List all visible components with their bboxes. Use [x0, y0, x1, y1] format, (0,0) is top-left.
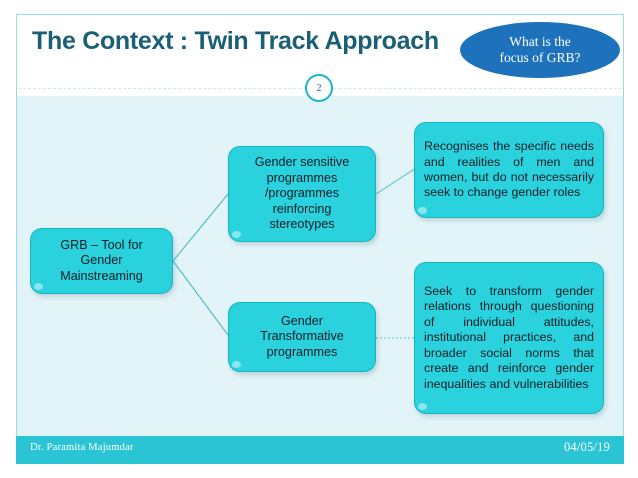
node-grb-tool-text: GRB – Tool for Gender Mainstreaming [31, 238, 172, 285]
connector-left-to-mid-bottom [172, 260, 232, 340]
node-gender-sensitive-line-4: reinforcing [272, 201, 332, 216]
node-gender-sensitive-text: Gender sensitive programmes /programmes … [229, 155, 375, 233]
node-gender-sensitive-line-3: /programmes [264, 186, 340, 201]
node-gender-sensitive-programmes[interactable]: Gender sensitive programmes /programmes … [228, 146, 376, 242]
node-gender-transformative-line-1: Gender [280, 313, 323, 328]
node-seek-to-transform-description[interactable]: Seek to transform gender relations throu… [414, 262, 604, 414]
node-gender-sensitive-line-1: Gender sensitive [254, 155, 350, 170]
node-grb-tool-line-1: GRB – Tool for [60, 237, 143, 252]
node-gender-transformative-line-3: programmes [266, 344, 338, 359]
node-grb-tool-line-2: Gender [80, 253, 123, 268]
node-recognises-text: Recognises the specific needs and realit… [424, 139, 594, 200]
footer-date: 04/05/19 [563, 440, 610, 454]
question-line-2: focus of GRB? [499, 50, 581, 65]
connector-left-to-mid-top [172, 193, 229, 262]
slide-number-badge: 2 [305, 74, 333, 102]
question-callout-text: What is the focus of GRB? [500, 34, 581, 66]
node-gender-sensitive-line-2: programmes [266, 170, 338, 185]
question-line-1: What is the [509, 34, 571, 49]
node-gender-sensitive-line-5: stereotypes [269, 217, 335, 232]
footer-author: Dr. Paramita Majumdar [30, 442, 134, 453]
node-recognises-description[interactable]: Recognises the specific needs and realit… [414, 122, 604, 218]
node-grb-tool-line-3: Mainstreaming [60, 268, 143, 283]
page-title: The Context : Twin Track Approach [32, 27, 439, 55]
connector-mid-top-to-right-top [375, 167, 417, 195]
node-gender-transformative-text: Gender Transformative programmes [229, 314, 375, 361]
footer-bar: Dr. Paramita Majumdar 04/05/19 [16, 436, 624, 464]
node-gender-transformative-programmes[interactable]: Gender Transformative programmes [228, 302, 376, 372]
node-grb-tool[interactable]: GRB – Tool for Gender Mainstreaming [30, 228, 173, 294]
question-callout-ellipse: What is the focus of GRB? [460, 22, 620, 78]
slide-number-value: 2 [316, 82, 322, 94]
node-gender-transformative-line-2: Transformative [260, 329, 344, 344]
connector-lines [172, 167, 417, 340]
node-seek-to-transform-text: Seek to transform gender relations throu… [424, 284, 594, 391]
